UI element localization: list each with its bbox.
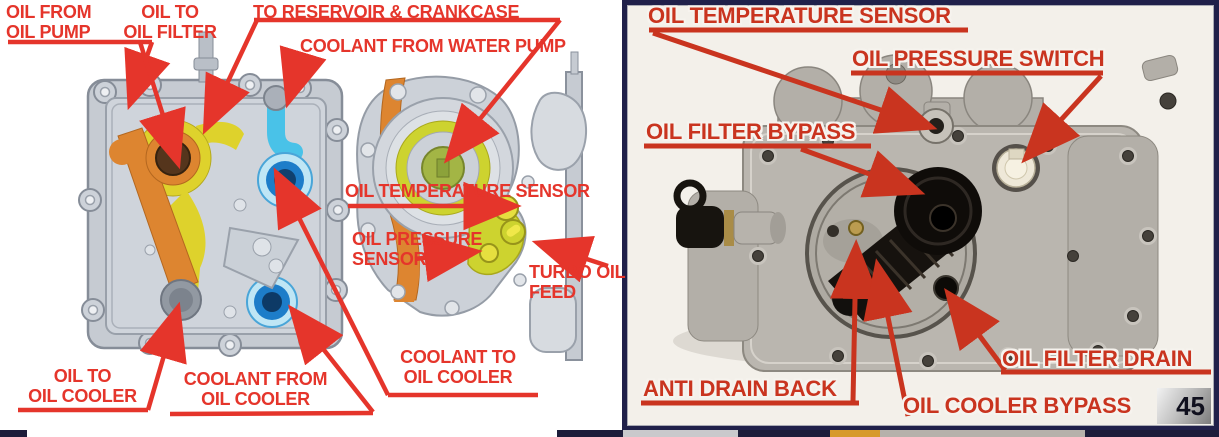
leader-arrow-anti-drain-back [830,239,881,402]
photo-area [627,5,1214,426]
black-plug [673,179,786,248]
diagram-leader-lines [8,17,609,417]
label-turbo-oil-feed: TURBO OIL FEED [529,262,626,302]
label-coolant-to-oil-cooler: COOLANT TO OIL COOLER [400,347,516,387]
pressure-sensor-boss [479,243,499,263]
oil-housing-photo [641,27,1211,417]
leader-arrow-oil-to-cooler [139,301,187,411]
oil-housing-cutaway-diagram [8,17,609,417]
leader-arrow-cooler-bypass [863,258,913,417]
leader-arrow-coolant-from-cooler [287,304,375,414]
photo-label-anti-drain-back: ANTI DRAIN BACK [643,376,837,401]
coolant-port-lower [246,276,298,328]
label-oil-to-oil-cooler: OIL TO OIL COOLER [28,366,137,406]
oil-cooler-outlet-port [160,279,202,321]
bottom-fragment-navy1 [738,430,830,437]
bottom-fragment-photo [880,430,1085,437]
housing-front-view [78,31,350,357]
label-to-reservoir-crankcase: TO RESERVOIR & CRANKCASE [253,2,520,22]
label-coolant-from-oil-cooler: COOLANT FROM OIL COOLER [183,369,328,409]
leader-arrow-oil-from-pump [124,41,171,111]
leader-arrow-coolant-from-pump [279,45,327,109]
label-oil-pressure-sensor: OIL PRESSURE SENSOR [352,229,483,269]
photo-leader-lines [641,27,1211,417]
bottom-fragment-left [0,430,27,437]
photo-frame [622,0,1219,431]
leader-arrow-pressure-switch [1021,74,1103,164]
anti-drain-back-valve [848,220,864,236]
leader-arrow-oil-to-filter [137,41,186,170]
filter-drain-port [933,275,959,301]
leader-arrow-photo-temp-sensor [652,30,938,134]
photo-label-oil-pressure-switch: OIL PRESSURE SWITCH [852,46,1105,71]
photo-label-oil-temperature-sensor: OIL TEMPERATURE SENSOR [648,3,951,28]
turbo-feed-boss [500,219,526,245]
leader-arrow-filter-drain [944,287,1008,372]
leader-arrow-turbo-feed [531,236,609,283]
leader-arrow-filter-bypass [800,146,926,198]
bottom-fragment-mid [557,430,623,437]
coolant-port-upper [257,152,313,208]
photo-label-oil-filter-bypass: OIL FILTER BYPASS [646,119,856,144]
page-number: 45 [1176,390,1205,421]
label-oil-temperature-sensor: OIL TEMPERATURE SENSOR [345,181,590,201]
label-coolant-from-water-pump: COOLANT FROM WATER PUMP [300,36,566,56]
bottom-fragment-navy2 [1085,430,1219,437]
page-number-badge: 45 [1157,388,1211,424]
casting-photo [673,54,1179,372]
leader-arrow-reservoir-side [443,18,562,164]
pipe-stem [570,51,579,75]
lower-fitting [529,287,577,353]
leader-arrow-pressure-sensor [414,233,483,283]
label-oil-to-oil-filter: OIL TO OIL FILTER [123,2,217,42]
bolt-holes-side [360,83,535,316]
center-rib-detail [144,198,300,319]
top-stud-collar [193,57,219,71]
photo-label-oil-filter-drain: OIL FILTER DRAIN [1002,346,1193,371]
photo-label-oil-cooler-bypass: OIL COOLER BYPASS [903,393,1132,418]
leader-arrow-reservoir-front [202,19,260,135]
water-outlet-bulge [530,91,588,171]
bottom-fragment-gray [623,430,738,437]
label-oil-from-oil-pump: OIL FROM OIL PUMP [6,2,92,42]
bottom-fragment-orange [830,430,880,437]
leader-arrow-coolant-to-cooler [273,167,391,397]
